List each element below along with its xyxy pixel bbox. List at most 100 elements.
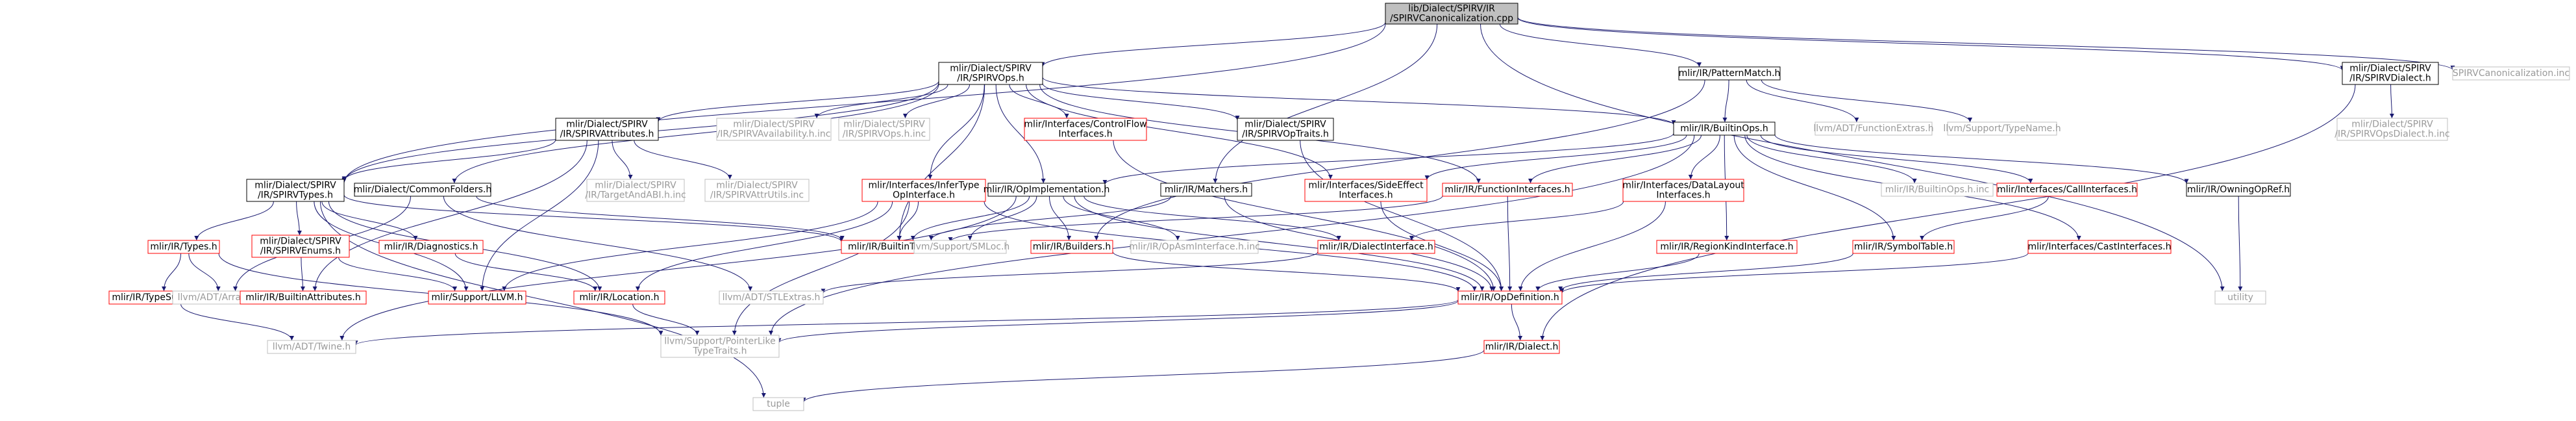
node-funcextras: llvm/ADT/FunctionExtras.h: [1813, 121, 1934, 136]
node-opimpl[interactable]: mlir/IR/OpImplementation.h: [984, 183, 1110, 197]
node-label-line: mlir/IR/Location.h: [580, 292, 660, 303]
node-spirvenums[interactable]: mlir/Dialect/SPIRV/IR/SPIRVEnums.h: [251, 235, 350, 258]
edge-regionkind-to-opdefinition: [1535, 253, 1700, 292]
node-supportllvm[interactable]: mlir/Support/LLVM.h: [428, 290, 526, 305]
node-box: [2452, 66, 2570, 81]
node-label-line: mlir/IR/PatternMatch.h: [1679, 68, 1781, 79]
node-callinterfaces[interactable]: mlir/Interfaces/CallInterfaces.h: [1996, 183, 2138, 197]
edge-builders-to-opdefinition: [1112, 251, 1461, 292]
node-spirvtypes[interactable]: mlir/Dialect/SPIRV/IR/SPIRVTypes.h: [246, 179, 345, 202]
edge-sideeffect-to-opdefinition: [1380, 201, 1504, 292]
node-box: [1457, 290, 1563, 305]
node-spirvopsdialectinc: mlir/Dialect/SPIRV/IR/SPIRVOpsDialect.h.…: [2334, 118, 2450, 141]
node-funcinterfaces[interactable]: mlir/IR/FunctionInterfaces.h: [1442, 183, 1573, 197]
node-label-line: mlir/IR/OpImplementation.h: [984, 185, 1110, 195]
node-dialectinterface[interactable]: mlir/IR/DialectInterface.h: [1317, 240, 1435, 254]
node-box: [555, 118, 659, 141]
edge-dialectinterface-to-stlextras: [821, 251, 1319, 294]
edge-spirvtypes-to-tuple: [319, 201, 766, 398]
node-location[interactable]: mlir/IR/Location.h: [573, 290, 665, 305]
edge-spirvops-to-spirvavail: [814, 84, 948, 119]
node-label-line: mlir/Dialect/SPIRV: [566, 120, 648, 130]
edge-datalayout-to-opdefinition: [1518, 201, 1666, 292]
node-label-line: mlir/Dialect/SPIRV: [2349, 64, 2431, 74]
node-label-line: mlir/Interfaces/ControlFlow: [1024, 120, 1146, 130]
node-box: [1442, 183, 1573, 197]
node-builders[interactable]: mlir/IR/Builders.h: [1030, 240, 1113, 254]
node-box: [2027, 240, 2172, 254]
node-opasminc: mlir/IR/OpAsmInterface.h.inc: [1129, 240, 1260, 254]
node-box: [2214, 290, 2266, 305]
node-box: [1678, 66, 1781, 81]
node-spirvoptraits[interactable]: mlir/Dialect/SPIRV/IR/SPIRVOpTraits.h: [1237, 118, 1334, 141]
node-commonfolders[interactable]: mlir/Dialect/CommonFolders.h: [354, 183, 491, 197]
node-box: [2186, 183, 2291, 197]
edge-spirvdialect-to-spirvopsdialectinc: [2389, 84, 2394, 119]
node-matchers[interactable]: mlir/IR/Matchers.h: [1160, 183, 1252, 197]
node-label-line: mlir/Interfaces/CallInterfaces.h: [1997, 185, 2137, 195]
node-label-line: /SPIRVCanonicalization.cpp: [1390, 14, 1513, 24]
node-builtinattrs[interactable]: mlir/IR/BuiltinAttributes.h: [240, 290, 367, 305]
edge-root-to-matchers: [1213, 23, 1438, 184]
edge-builtinops-to-opimpl: [1102, 133, 1674, 185]
edge-spirvtypes-to-spirvenums: [296, 201, 302, 236]
node-box: [716, 118, 832, 141]
node-label-line: /IR/TargetAndABI.h.inc: [585, 190, 686, 201]
edge-spirvtypes-to-types: [194, 201, 274, 241]
node-label-line: mlir/IR/RegionKindInterface.h: [1660, 242, 1793, 252]
node-label-line: mlir/Dialect/SPIRV: [733, 120, 815, 130]
node-box: [1622, 179, 1744, 202]
edge-symboltable-to-opdefinition: [1558, 253, 1853, 292]
node-label-line: mlir/IR/Diagnostics.h: [384, 242, 478, 252]
node-dialect[interactable]: mlir/IR/Dialect.h: [1483, 340, 1560, 354]
node-label-line: /IR/SPIRVTypes.h: [258, 190, 333, 201]
edge-opimpl-to-opasminc: [1063, 196, 1180, 241]
node-box: [987, 183, 1106, 197]
node-root[interactable]: lib/Dialect/SPIRV/IR/SPIRVCanonicalizati…: [1385, 3, 1518, 25]
edge-builtinops-to-funcinterfaces: [1528, 134, 1702, 184]
node-castinterfaces[interactable]: mlir/Interfaces/CastInterfaces.h: [2027, 240, 2172, 254]
node-label-line: /IR/SPIRVEnums.h: [260, 246, 341, 257]
node-box: [1385, 3, 1518, 25]
node-box: [1160, 183, 1252, 197]
node-label-line: TypeTraits.h: [693, 346, 747, 357]
edge-spirvattrs-to-targetabi: [612, 140, 633, 180]
node-label-line: mlir/Dialect/SPIRV: [950, 64, 1032, 74]
node-label-line: mlir/IR/OpDefinition.h: [1461, 292, 1559, 303]
node-symboltable[interactable]: mlir/IR/SymbolTable.h: [1852, 240, 1955, 254]
node-patternmatch[interactable]: mlir/IR/PatternMatch.h: [1678, 66, 1781, 81]
node-box: [2342, 62, 2439, 85]
node-box: [1024, 118, 1147, 141]
node-label-line: mlir/IR/BuiltinAttributes.h: [245, 292, 360, 303]
node-label-line: mlir/IR/Dialect.h: [1485, 342, 1559, 352]
edge-spirvenums-to-builtinattrs: [300, 257, 305, 292]
node-label-line: mlir/Interfaces/SideEffect: [1308, 181, 1424, 191]
node-diagnostics[interactable]: mlir/IR/Diagnostics.h: [378, 240, 484, 254]
node-opdefinition[interactable]: mlir/IR/OpDefinition.h: [1457, 290, 1563, 305]
node-label-line: /IR/SPIRVAvailability.h.inc: [717, 129, 831, 140]
edge-infertype-to-supportllvm: [502, 201, 878, 292]
node-owningopref[interactable]: mlir/IR/OwningOpRef.h: [2186, 183, 2291, 197]
node-label-line: llvm/Support/TypeName.h: [1943, 123, 2061, 134]
node-label-line: Interfaces.h: [1656, 190, 1710, 201]
node-box: [1030, 240, 1113, 254]
node-builtinops[interactable]: mlir/IR/BuiltinOps.h: [1673, 121, 1776, 136]
node-box: [1237, 118, 1334, 141]
node-types[interactable]: mlir/IR/Types.h: [147, 240, 220, 254]
node-label-line: llvm/ADT/FunctionExtras.h: [1813, 123, 1933, 134]
node-spirvattrs[interactable]: mlir/Dialect/SPIRV/IR/SPIRVAttributes.h: [555, 118, 659, 141]
node-box: [354, 183, 491, 197]
edge-patternmatch-to-funcextras: [1746, 79, 1859, 123]
node-spirvdialect[interactable]: mlir/Dialect/SPIRV/IR/SPIRVDialect.h: [2342, 62, 2439, 85]
node-regionkind[interactable]: mlir/IR/RegionKindInterface.h: [1656, 240, 1798, 254]
edge-builtinops-to-pointerlike: [769, 134, 1695, 336]
node-label-line: lib/Dialect/SPIRV/IR: [1408, 4, 1495, 14]
node-spirvops[interactable]: mlir/Dialect/SPIRV/IR/SPIRVOps.h: [938, 62, 1043, 85]
edge-opimpl-to-smloc: [967, 196, 1037, 241]
edge-root-to-utility: [1480, 23, 2225, 292]
